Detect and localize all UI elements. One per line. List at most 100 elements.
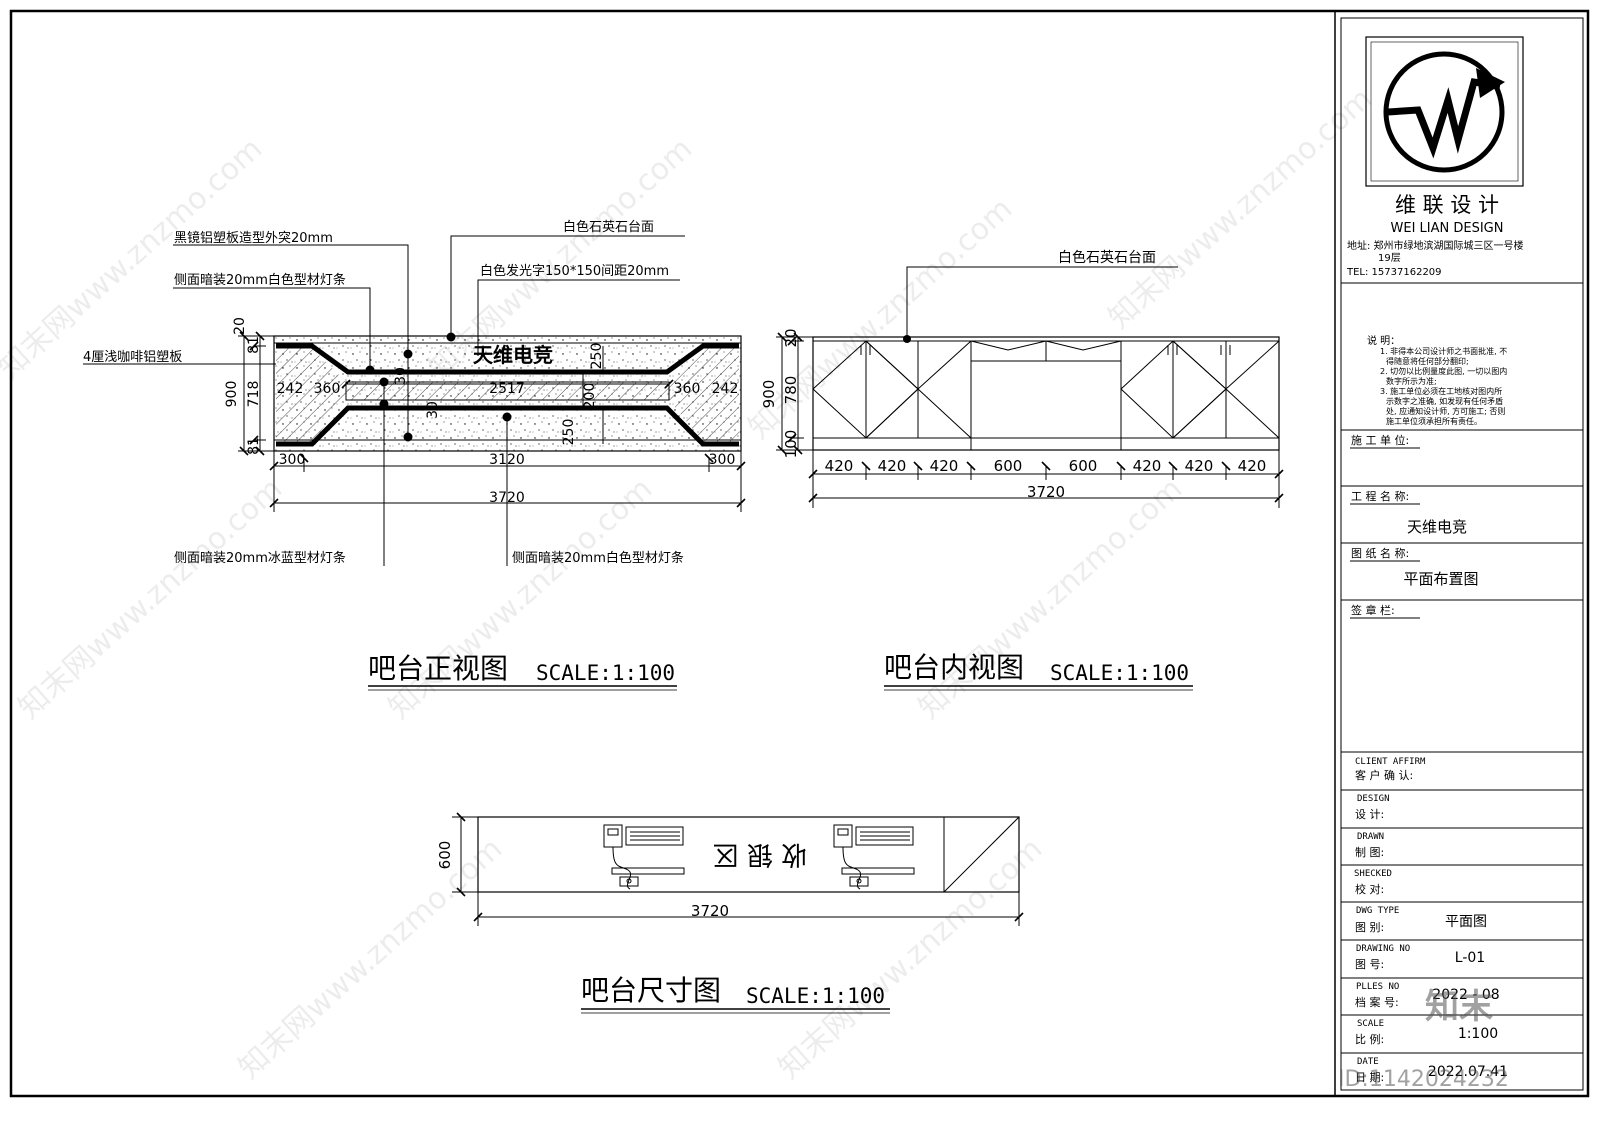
svg-text:2. 切勿以比例量度此图, 一切以图内: 2. 切勿以比例量度此图, 一切以图内 xyxy=(1380,366,1507,376)
svg-text:施工单位须承担所有责任。: 施工单位须承担所有责任。 xyxy=(1386,416,1482,426)
callout-coffee-panel: 4厘浅咖啡铝塑板 xyxy=(83,350,182,365)
svg-text:242: 242 xyxy=(712,381,739,397)
inner-dimensions xyxy=(776,332,1284,508)
plan-view: 收 银 区 3720 600 吧台尺寸图 SCALE:1:100 xyxy=(436,812,1024,1014)
title-block-cn-labels: 客 户 确 认: 设 计: 制 图: 校 对: 图 别: 图 号: 档 案 号:… xyxy=(1355,768,1413,1084)
callout-glow-letters: 白色发光字150*150间距20mm xyxy=(480,263,669,279)
svg-text:200: 200 xyxy=(582,383,598,410)
workstation-right xyxy=(833,824,915,890)
company-tel: TEL: 15737162209 xyxy=(1346,267,1442,278)
svg-text:3720: 3720 xyxy=(1027,483,1065,501)
svg-text:3120: 3120 xyxy=(489,452,525,468)
svg-text:知末网www.znzmo.com: 知末网www.znzmo.com xyxy=(0,131,269,386)
title-block-rows xyxy=(1341,282,1583,1054)
svg-text:知末网www.znzmo.com: 知末网www.znzmo.com xyxy=(742,191,1019,446)
svg-text:420: 420 xyxy=(1133,457,1162,475)
inner-view-scale: SCALE:1:100 xyxy=(1050,661,1189,685)
svg-text:ID:1142024232: ID:1142024232 xyxy=(1338,1067,1509,1092)
callout-inner-quartz-top: 白色石英石台面 xyxy=(1058,249,1156,266)
svg-text:242: 242 xyxy=(277,381,304,397)
svg-text:DESIGN: DESIGN xyxy=(1357,794,1390,804)
svg-text:420: 420 xyxy=(1238,457,1267,475)
drawing-name-label: 图 纸 名 称: xyxy=(1351,546,1409,560)
svg-text:3. 施工单位必须在工地核对图内所: 3. 施工单位必须在工地核对图内所 xyxy=(1380,386,1502,396)
svg-text:SHECKED: SHECKED xyxy=(1354,869,1392,879)
svg-text:600: 600 xyxy=(994,457,1023,475)
svg-text:知末网www.znzmo.com: 知末网www.znzmo.com xyxy=(1102,81,1379,336)
coffee-panel-left xyxy=(276,346,346,444)
svg-text:L-01: L-01 xyxy=(1455,950,1485,966)
callout-white-strip-bottom: 侧面暗装20mm白色型材灯条 xyxy=(512,550,684,566)
counter-plan xyxy=(477,816,1020,893)
project-value: 天维电竞 xyxy=(1407,518,1467,536)
svg-text:档 案 号:: 档 案 号: xyxy=(1355,995,1399,1009)
svg-text:知末网www.znzmo.com: 知末网www.znzmo.com xyxy=(772,831,1049,1086)
front-dimensions xyxy=(238,331,746,512)
title-block-values: 平面图 L-01 2022 - 08 1:100 2022.07.41 xyxy=(1428,914,1508,1080)
signature-label: 签 章 栏: xyxy=(1351,603,1395,617)
svg-text:420: 420 xyxy=(825,457,854,475)
title-block-frame xyxy=(1334,10,1589,1097)
svg-text:平面图: 平面图 xyxy=(1445,914,1487,930)
svg-text:知末网www.znzmo.com: 知末网www.znzmo.com xyxy=(382,471,659,726)
svg-text:示数字之准确, 如发现有任何矛盾: 示数字之准确, 如发现有任何矛盾 xyxy=(1386,396,1503,406)
callout-mirror-panel: 黑镜铝塑板造型外突20mm xyxy=(174,230,333,246)
svg-text:3720: 3720 xyxy=(489,490,525,506)
svg-text:420: 420 xyxy=(1185,457,1214,475)
title-block-en-labels: CLIENT AFFIRM DESIGN DRAWN SHECKED DWG T… xyxy=(1354,757,1426,1067)
svg-text:DATE: DATE xyxy=(1357,1057,1379,1067)
front-view-title: 吧台正视图 xyxy=(368,652,508,685)
inner-view: 白色石英石台面 420 420 420 600 600 4 xyxy=(760,249,1284,691)
project-label: 工 程 名 称: xyxy=(1351,489,1409,503)
svg-text:得随意将任何部分翻印;: 得随意将任何部分翻印; xyxy=(1386,356,1469,366)
svg-text:2022 - 08: 2022 - 08 xyxy=(1432,987,1499,1003)
svg-text:600: 600 xyxy=(1069,457,1098,475)
svg-text:100: 100 xyxy=(782,430,800,459)
svg-text:718: 718 xyxy=(246,381,262,408)
svg-text:780: 780 xyxy=(782,376,800,405)
counter-body xyxy=(812,336,1280,451)
svg-text:900: 900 xyxy=(760,380,778,409)
svg-text:CLIENT AFFIRM: CLIENT AFFIRM xyxy=(1355,757,1426,767)
mirror-panel-top xyxy=(276,343,739,375)
notes-list: 1. 非得本公司设计师之书面批准, 不 得随意将任何部分翻印; 2. 切勿以比例… xyxy=(1380,346,1507,426)
svg-text:DRAWN: DRAWN xyxy=(1357,832,1384,842)
svg-text:DRAWING NO: DRAWING NO xyxy=(1356,944,1410,954)
svg-text:900: 900 xyxy=(224,381,240,408)
svg-text:日 期:: 日 期: xyxy=(1355,1071,1384,1084)
svg-text:360: 360 xyxy=(674,381,701,397)
svg-text:2022.07.41: 2022.07.41 xyxy=(1428,1064,1508,1080)
svg-text:300: 300 xyxy=(279,452,306,468)
svg-text:30: 30 xyxy=(425,401,441,419)
company-name-cn: 维 联 设 计 xyxy=(1395,193,1499,217)
cashier-area-label: 收 银 区 xyxy=(713,839,808,869)
svg-text:图 别:: 图 别: xyxy=(1355,921,1384,934)
plan-dim-total: 3720 xyxy=(691,902,729,920)
svg-text:设 计:: 设 计: xyxy=(1355,808,1384,821)
workstation-left xyxy=(603,824,685,890)
contractor-label: 施 工 单 位: xyxy=(1351,433,1409,447)
svg-text:DWG TYPE: DWG TYPE xyxy=(1356,906,1399,916)
svg-text:知末网www.znzmo.com: 知末网www.znzmo.com xyxy=(912,471,1189,726)
svg-text:30: 30 xyxy=(393,367,409,385)
svg-text:1. 非得本公司设计师之书面批准, 不: 1. 非得本公司设计师之书面批准, 不 xyxy=(1380,346,1507,356)
callout-white-strip-top: 侧面暗装20mm白色型材灯条 xyxy=(174,272,346,288)
svg-text:300: 300 xyxy=(709,452,736,468)
svg-text:客 户 确 认:: 客 户 确 认: xyxy=(1355,768,1413,782)
svg-text:1:100: 1:100 xyxy=(1458,1026,1498,1042)
callout-blue-strip: 侧面暗装20mm冰蓝型材灯条 xyxy=(174,550,346,566)
svg-text:PLLES NO: PLLES NO xyxy=(1356,982,1399,992)
svg-text:250: 250 xyxy=(561,419,577,446)
notes-title: 说 明： xyxy=(1367,334,1400,347)
plan-dimensions xyxy=(452,812,1024,926)
inner-dim-labels: 420 420 420 600 600 420 420 420 3720 900… xyxy=(760,328,1266,501)
svg-text:2517: 2517 xyxy=(489,381,525,397)
drawing-name-value: 平面布置图 xyxy=(1403,570,1478,588)
svg-text:SCALE: SCALE xyxy=(1357,1019,1384,1029)
company-address: 地址: 郑州市绿地滨湖国际城三区一号楼 xyxy=(1347,239,1524,252)
svg-text:250: 250 xyxy=(589,343,605,370)
svg-text:81: 81 xyxy=(246,437,262,455)
svg-text:制 图:: 制 图: xyxy=(1355,846,1384,859)
callout-quartz-top: 白色石英石台面 xyxy=(563,219,654,235)
